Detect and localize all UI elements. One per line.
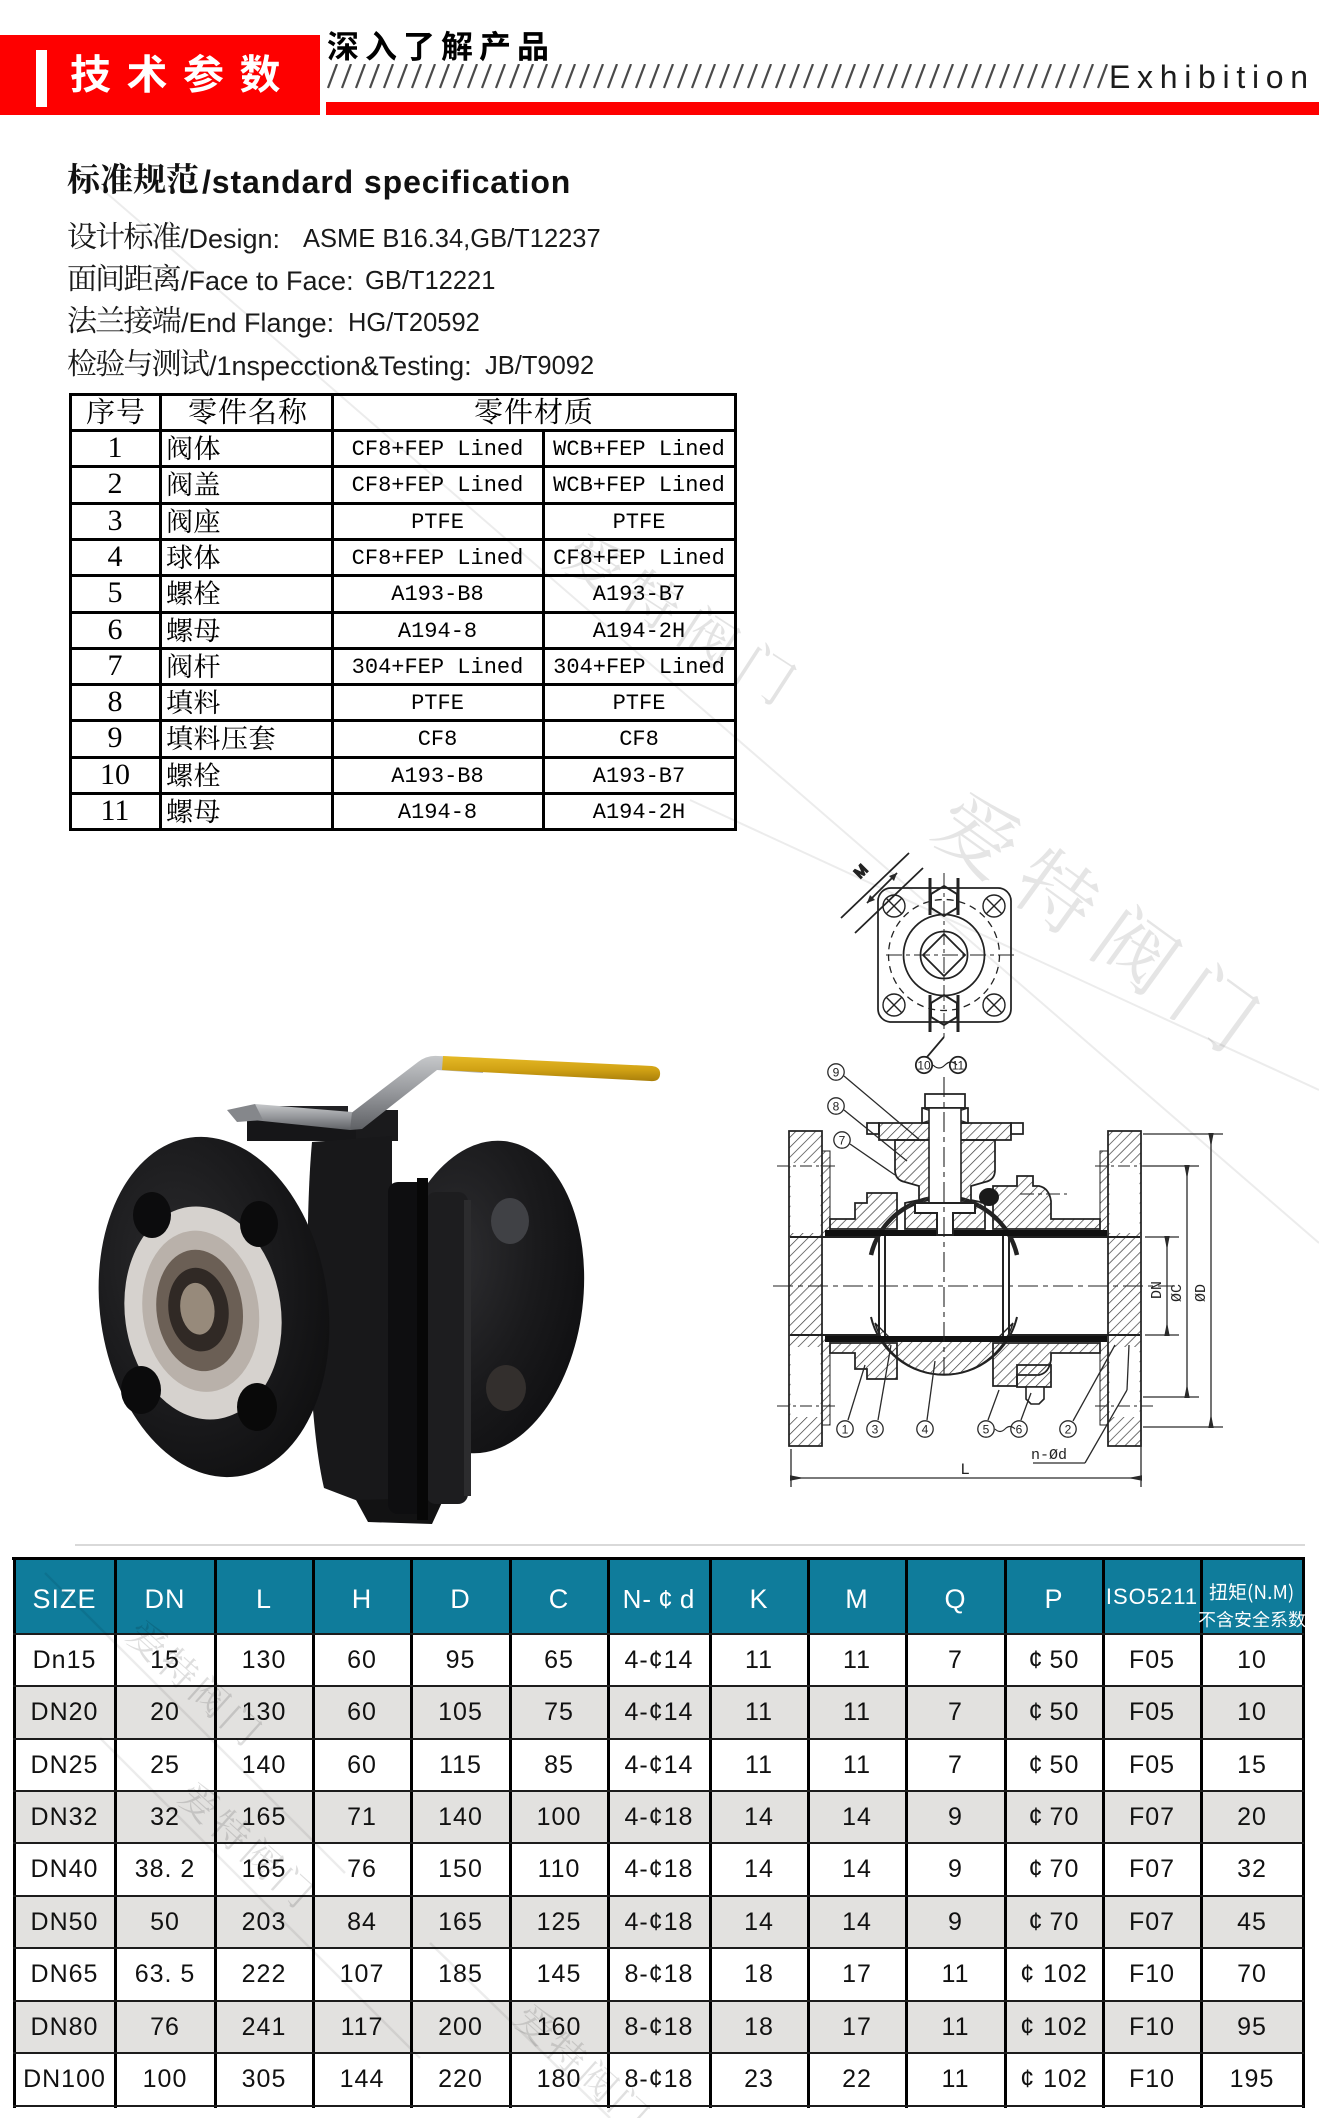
svg-text:6: 6 xyxy=(1016,1423,1023,1437)
svg-text:2: 2 xyxy=(1065,1423,1072,1437)
svg-text:10: 10 xyxy=(917,1059,931,1073)
svg-text:DN: DN xyxy=(1149,1281,1166,1299)
svg-text:5: 5 xyxy=(983,1423,990,1437)
svg-text:3: 3 xyxy=(872,1423,879,1437)
svg-text:1: 1 xyxy=(842,1423,849,1437)
svg-text:7: 7 xyxy=(839,1134,846,1148)
svg-text:9: 9 xyxy=(833,1066,840,1080)
svg-text:11: 11 xyxy=(952,1059,965,1073)
svg-text:M: M xyxy=(852,862,872,882)
svg-text:4: 4 xyxy=(922,1423,929,1437)
svg-text:L: L xyxy=(960,1461,970,1479)
svg-text:ØD: ØD xyxy=(1193,1284,1210,1302)
svg-text:8: 8 xyxy=(833,1100,840,1114)
svg-text:ØC: ØC xyxy=(1169,1284,1186,1302)
svg-text:n-Ød: n-Ød xyxy=(1031,1447,1067,1464)
